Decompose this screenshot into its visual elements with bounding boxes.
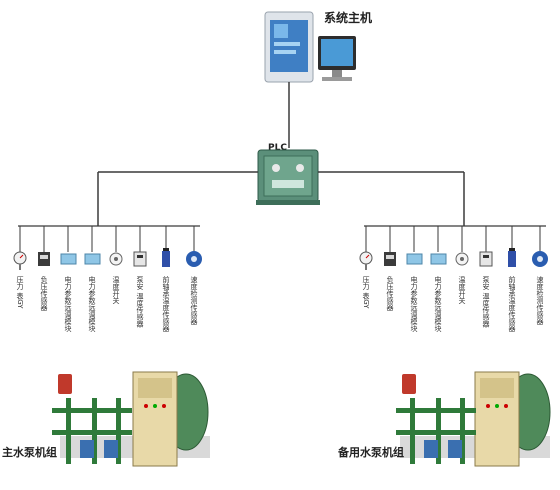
sensor-group-backup: 压力 表GY 负压传感器 电力参数远调模块 电力参数远调模块 温度开关 泵安 温… [359, 225, 548, 333]
main-group-label: 主水泵机组 [2, 445, 57, 459]
speed-sensor-icon [186, 251, 202, 267]
power-module-icon [406, 253, 423, 265]
sensor-label: 压力 表GY [16, 276, 24, 309]
sensor-label: 泵安 温度传感器 [136, 276, 144, 328]
speed-sensor-icon [532, 251, 548, 267]
sensor-label: 前轴承温度传感器 [508, 275, 516, 333]
temperature-switch-icon [455, 252, 469, 266]
sensor-label: 温度开关 [112, 275, 120, 305]
computer-icon [264, 11, 356, 83]
pressure-gauge-icon [13, 251, 27, 270]
sensor-group-main: 压力 表GY 负压传感器 电力参数远调模块 电力参数远调模块 温度开关 泵安 温… [13, 225, 202, 333]
bearing-temperature-sensor-icon [508, 248, 516, 267]
host-label: 系统主机 [324, 10, 372, 25]
sensor-label: 前轴承温度传感器 [162, 275, 170, 333]
plc-cabinet-icon [256, 149, 320, 205]
negative-pressure-sensor-icon [384, 252, 396, 266]
temperature-sensor-icon [133, 251, 147, 267]
pump-unit-icon [52, 371, 210, 467]
backup-group-label: 备用水泵机组 [337, 445, 404, 459]
sensor-label: 泵安 温度传感器 [482, 276, 490, 328]
sensor-label: 电力参数远调模块 [410, 275, 418, 333]
temperature-sensor-icon [479, 251, 493, 267]
sensor-label: 速度检测传感器 [536, 276, 544, 326]
power-module-icon [60, 253, 77, 265]
pump-unit-icon [396, 371, 551, 467]
plc-label: PLC [268, 143, 287, 153]
bearing-temperature-sensor-icon [162, 248, 170, 267]
sensor-label: 电力参数远调模块 [64, 275, 72, 333]
power-module-icon [430, 253, 447, 265]
sensor-label: 温度开关 [458, 275, 466, 305]
temperature-switch-icon [109, 252, 123, 266]
sensor-label: 电力参数远调模块 [88, 275, 96, 333]
sensor-label: 速度检测传感器 [190, 276, 198, 326]
sensor-label: 负压传感器 [40, 275, 48, 312]
sensor-label: 压力 表GY [362, 276, 370, 309]
negative-pressure-sensor-icon [38, 252, 50, 266]
sensor-label: 电力参数远调模块 [434, 275, 442, 333]
power-module-icon [84, 253, 101, 265]
pressure-gauge-icon [359, 251, 373, 270]
sensor-label: 负压传感器 [386, 275, 394, 312]
